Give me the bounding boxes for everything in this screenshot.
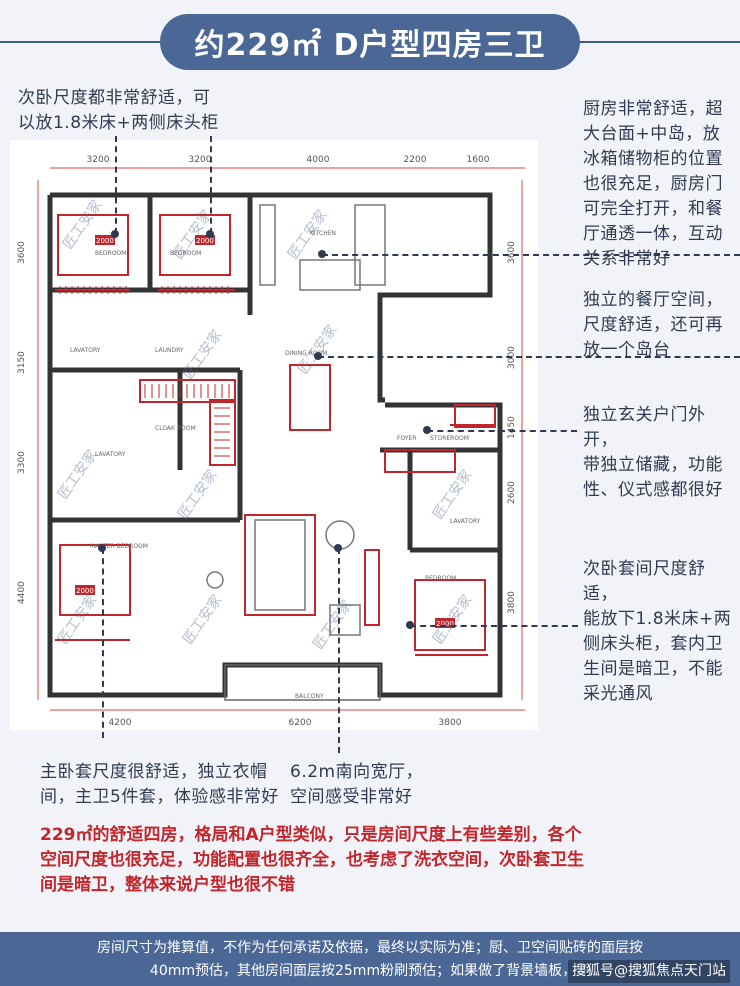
dim-right-3: 1450 — [507, 416, 517, 439]
floor-plan-drawing: 3200 3200 4000 2200 1600 4200 6200 3800 … — [17, 155, 525, 728]
pointer-line — [115, 136, 117, 234]
note-master-bedroom: 主卧套尺度很舒适，独立衣帽 间，主卫5件套，体验感非常好 — [40, 762, 279, 807]
pointer-dot — [314, 352, 322, 360]
room-storeroom: STOREROOM — [430, 435, 469, 442]
bed-size-4: 2000 — [436, 620, 454, 628]
room-laundry: LAUNDRY — [155, 347, 184, 354]
dim-top-4: 2200 — [404, 155, 427, 165]
note-dining: 独立的餐厅空间， 尺度舒适，还可再 放一个岛台 — [583, 290, 723, 360]
title-line-left — [0, 41, 160, 43]
watermark-6: 匠工安家 — [54, 447, 100, 503]
pointer-line — [102, 548, 104, 738]
bed-size-2: 2000 — [196, 237, 214, 245]
dim-left-4: 4400 — [17, 581, 27, 604]
watermark-8: 匠工安家 — [429, 467, 475, 523]
dim-left-2: 3150 — [17, 351, 27, 374]
pointer-dot — [98, 544, 106, 552]
pointer-dot — [406, 621, 414, 629]
note-living-room: 6.2m南向宽厅， 空间感受非常好 — [290, 762, 424, 807]
room-lavatory-2: LAVATORY — [95, 451, 126, 458]
note-kitchen: 厨房非常舒适，超 大台面+中岛，放 冰箱储物柜的位置 也很充足，厨房门 可完全打… — [583, 99, 723, 269]
pointer-line — [210, 136, 212, 234]
bed-size-3: 2000 — [76, 587, 94, 595]
room-master-bedroom: MASTER BEDROOM — [90, 543, 148, 550]
bed-size-1: 2000 — [96, 237, 114, 245]
pointer-dot — [318, 250, 326, 258]
dim-top-3: 4000 — [307, 155, 330, 165]
watermark-9: 匠工安家 — [54, 592, 100, 648]
footer-disclaimer: 房间尺寸为推算值，不作为任何承诺及依据，最终以实际为准；厨、卫空间贴砖的面层按 … — [0, 932, 740, 986]
room-kitchen: KITCHEN — [310, 230, 336, 237]
pointer-dot — [111, 230, 119, 238]
pointer-line — [318, 356, 740, 358]
summary-text: 229㎡的舒适四房，格局和A户型类似，只是房间尺度上有些差别，各个 空间尺度也很… — [40, 825, 584, 895]
note-bedroom-suite: 次卧套间尺度舒适， 能放下1.8米床+两 侧床头柜，套内卫 生间是暗卫，不能 采… — [583, 559, 732, 704]
dim-bottom-1: 4200 — [109, 718, 132, 728]
dim-top-5: 1600 — [467, 155, 490, 165]
room-foyer: FOYER — [397, 435, 416, 442]
dim-top-1: 3200 — [87, 155, 110, 165]
title-bar: 约229㎡ D户型四房三卫 — [0, 0, 740, 84]
room-bedroom-3: BEDROOM — [425, 575, 456, 582]
pointer-line — [410, 625, 578, 627]
page-title: 约229㎡ D户型四房三卫 — [160, 14, 580, 70]
dim-right-5: 3800 — [507, 591, 517, 614]
room-dining: DINING ROOM — [285, 350, 327, 357]
note-foyer: 独立玄关户门外开， 带独立储藏，功能 性、仪式感都很好 — [583, 405, 723, 500]
dim-top-2: 3200 — [189, 155, 212, 165]
room-lavatory-3: LAVATORY — [450, 518, 481, 525]
dim-bottom-3: 3800 — [439, 718, 462, 728]
room-balcony: BALCONY — [295, 693, 324, 700]
dim-left-1: 3600 — [17, 241, 27, 264]
dim-right-1: 3600 — [507, 241, 517, 264]
room-cloak: CLOAK ROOM — [155, 425, 196, 432]
watermark-4: 匠工安家 — [179, 327, 225, 383]
pointer-line — [427, 430, 577, 432]
pointer-line — [322, 254, 740, 256]
note-secondary-bedrooms: 次卧尺度都非常舒适，可 以放1.8米床+两侧床头柜 — [18, 88, 219, 133]
watermark-10: 匠工安家 — [179, 592, 225, 648]
dim-left-3: 3300 — [17, 451, 27, 474]
pointer-dot — [423, 426, 431, 434]
dim-right-4: 2600 — [507, 481, 517, 504]
title-line-right — [580, 41, 740, 43]
floor-plan: 3200 3200 4000 2200 1600 4200 6200 3800 … — [10, 140, 538, 730]
watermark-7: 匠工安家 — [174, 467, 220, 523]
source-badge: 搜狐号@搜狐焦点天门站 — [568, 960, 730, 983]
dim-bottom-2: 6200 — [289, 718, 312, 728]
room-bedroom-1: BEDROOM — [95, 250, 126, 257]
pointer-dot — [334, 544, 342, 552]
pointer-dot — [206, 230, 214, 238]
pointer-line — [338, 548, 340, 753]
room-lavatory-1: LAVATORY — [70, 347, 101, 354]
room-bedroom-2: BEDROOM — [170, 250, 201, 257]
